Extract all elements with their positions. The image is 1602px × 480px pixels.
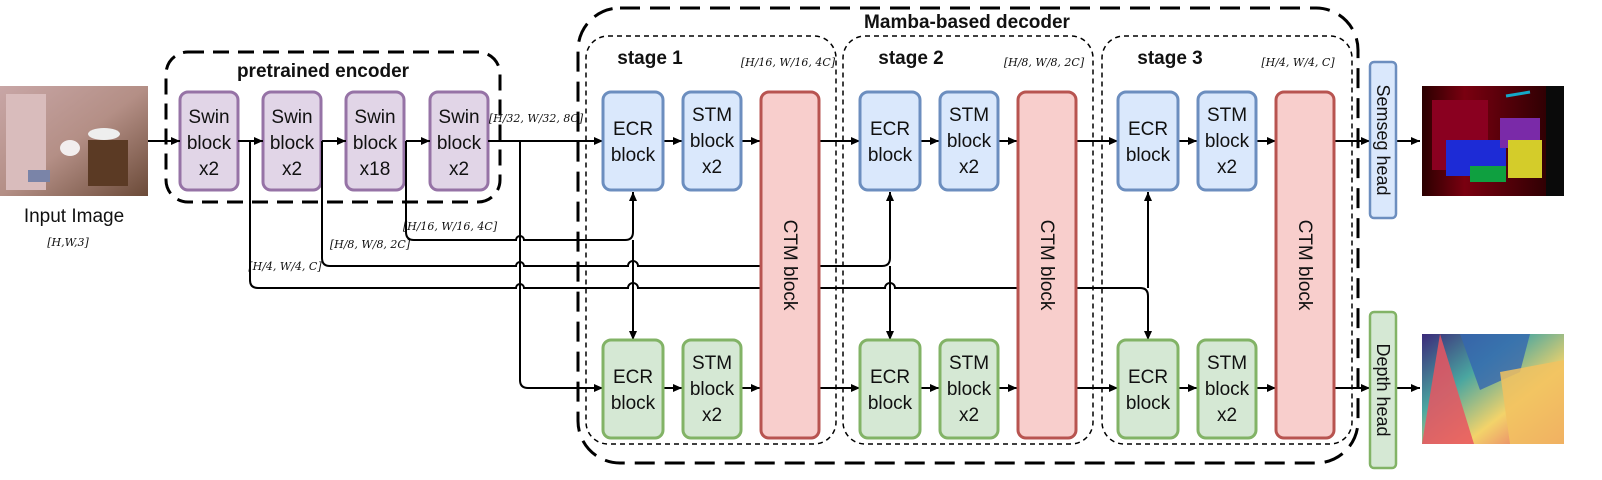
ecr-label: ECR: [1128, 119, 1168, 140]
stm-label: block: [947, 379, 992, 400]
swin-block-text: x2: [282, 159, 302, 180]
swin-block-text: Swin: [354, 107, 395, 128]
depth-head: Depth head: [1368, 310, 1398, 470]
stm-block-stage1-top: STM block x2: [681, 90, 743, 192]
stm-label: block: [1205, 131, 1250, 152]
semseg-head: Semseg head: [1368, 60, 1398, 220]
ctm-block-stage3: CTM block: [1274, 90, 1336, 440]
stm-label: STM: [949, 105, 989, 126]
ecr-block-stage2-top: ECR block: [858, 90, 922, 192]
depth-output-image: [1422, 334, 1564, 444]
ecr-label: block: [1126, 393, 1171, 414]
stage1-title: stage 1: [617, 48, 683, 69]
swin-block-text: block: [353, 133, 398, 154]
semseg-head-label: Semseg head: [1373, 84, 1393, 195]
input-image: [0, 86, 148, 196]
stm-label: block: [1205, 379, 1250, 400]
stm-label: STM: [1207, 105, 1247, 126]
stm-block-stage2-bottom: STM block x2: [938, 338, 1000, 440]
swin-block-3: Swin block x18: [344, 90, 406, 192]
stage1-shape: [H/16, W/16, 4C]: [741, 56, 836, 69]
swin-block-text: block: [437, 133, 482, 154]
ctm-block-stage1: CTM block: [759, 90, 821, 440]
swin-block-4: Swin block x2: [428, 90, 490, 192]
skip-shape-16: [H/16, W/16, 4C]: [403, 220, 498, 233]
stage2-title: stage 2: [878, 48, 943, 69]
encoder-group: [164, 50, 502, 204]
ecr-label: block: [1126, 145, 1171, 166]
stm-block-stage3-bottom: STM block x2: [1196, 338, 1258, 440]
stage2-group: [842, 35, 1094, 445]
ecr-block-stage1-top: ECR block: [601, 90, 665, 192]
ecr-block-stage3-bottom: ECR block: [1116, 338, 1180, 440]
swin-block-text: x2: [199, 159, 219, 180]
stm-block-stage2-top: STM block x2: [938, 90, 1000, 192]
connectors: [148, 137, 1420, 392]
stage3-shape: [H/4, W/4, C]: [1261, 56, 1335, 69]
stm-label: x2: [1217, 157, 1237, 178]
decoder-title: Mamba-based decoder: [864, 12, 1070, 33]
stm-label: STM: [1207, 353, 1247, 374]
stage3-group: [1101, 35, 1353, 445]
stage1-group: [585, 35, 837, 445]
stm-label: block: [947, 131, 992, 152]
ecr-label: block: [868, 145, 913, 166]
skip-shape-32: [H/32, W/32, 8C]: [489, 112, 584, 125]
swin-block-text: Swin: [271, 107, 312, 128]
ctm-block-stage2: CTM block: [1016, 90, 1078, 440]
skip-shape-8: [H/8, W/8, 2C]: [330, 238, 411, 251]
swin-block-text: Swin: [438, 107, 479, 128]
ecr-label: ECR: [870, 367, 910, 388]
stm-label: STM: [949, 353, 989, 374]
ecr-label: ECR: [613, 119, 653, 140]
stm-label: x2: [959, 405, 979, 426]
decoder-group: [576, 6, 1360, 465]
ecr-label: block: [868, 393, 913, 414]
swin-block-2: Swin block x2: [261, 90, 323, 192]
segmentation-output-image: [1422, 86, 1564, 196]
ecr-label: ECR: [870, 119, 910, 140]
swin-block-text: Swin: [188, 107, 229, 128]
stm-label: block: [690, 379, 735, 400]
stm-block-stage3-top: STM block x2: [1196, 90, 1258, 192]
ecr-block-stage2-bottom: ECR block: [858, 338, 922, 440]
ctm-label: CTM block: [1036, 220, 1057, 311]
ecr-label: block: [611, 145, 656, 166]
encoder-title: pretrained encoder: [237, 61, 410, 82]
swin-block-1: Swin block x2: [178, 90, 240, 192]
swin-block-text: x2: [449, 159, 469, 180]
input-label: Input Image: [24, 206, 124, 227]
swin-block-text: block: [270, 133, 315, 154]
stm-label: x2: [702, 405, 722, 426]
ecr-label: block: [611, 393, 656, 414]
stm-label: x2: [702, 157, 722, 178]
swin-block-text: x18: [360, 159, 391, 180]
ecr-block-stage3-top: ECR block: [1116, 90, 1180, 192]
stm-label: x2: [1217, 405, 1237, 426]
ecr-block-stage1-bottom: ECR block: [601, 338, 665, 440]
stm-block-stage1-bottom: STM block x2: [681, 338, 743, 440]
input-shape: [H,W,3]: [47, 236, 89, 249]
depth-head-label: Depth head: [1373, 343, 1393, 436]
stm-label: STM: [692, 105, 732, 126]
stm-label: STM: [692, 353, 732, 374]
stm-label: x2: [959, 157, 979, 178]
ctm-label: CTM block: [1294, 220, 1315, 311]
stage2-shape: [H/8, W/8, 2C]: [1004, 56, 1085, 69]
stm-label: block: [690, 131, 735, 152]
skip-shape-4: [H/4, W/4, C]: [248, 260, 322, 273]
ecr-label: ECR: [1128, 367, 1168, 388]
stage3-title: stage 3: [1137, 48, 1202, 69]
swin-block-text: block: [187, 133, 232, 154]
ctm-label: CTM block: [779, 220, 800, 311]
ecr-label: ECR: [613, 367, 653, 388]
